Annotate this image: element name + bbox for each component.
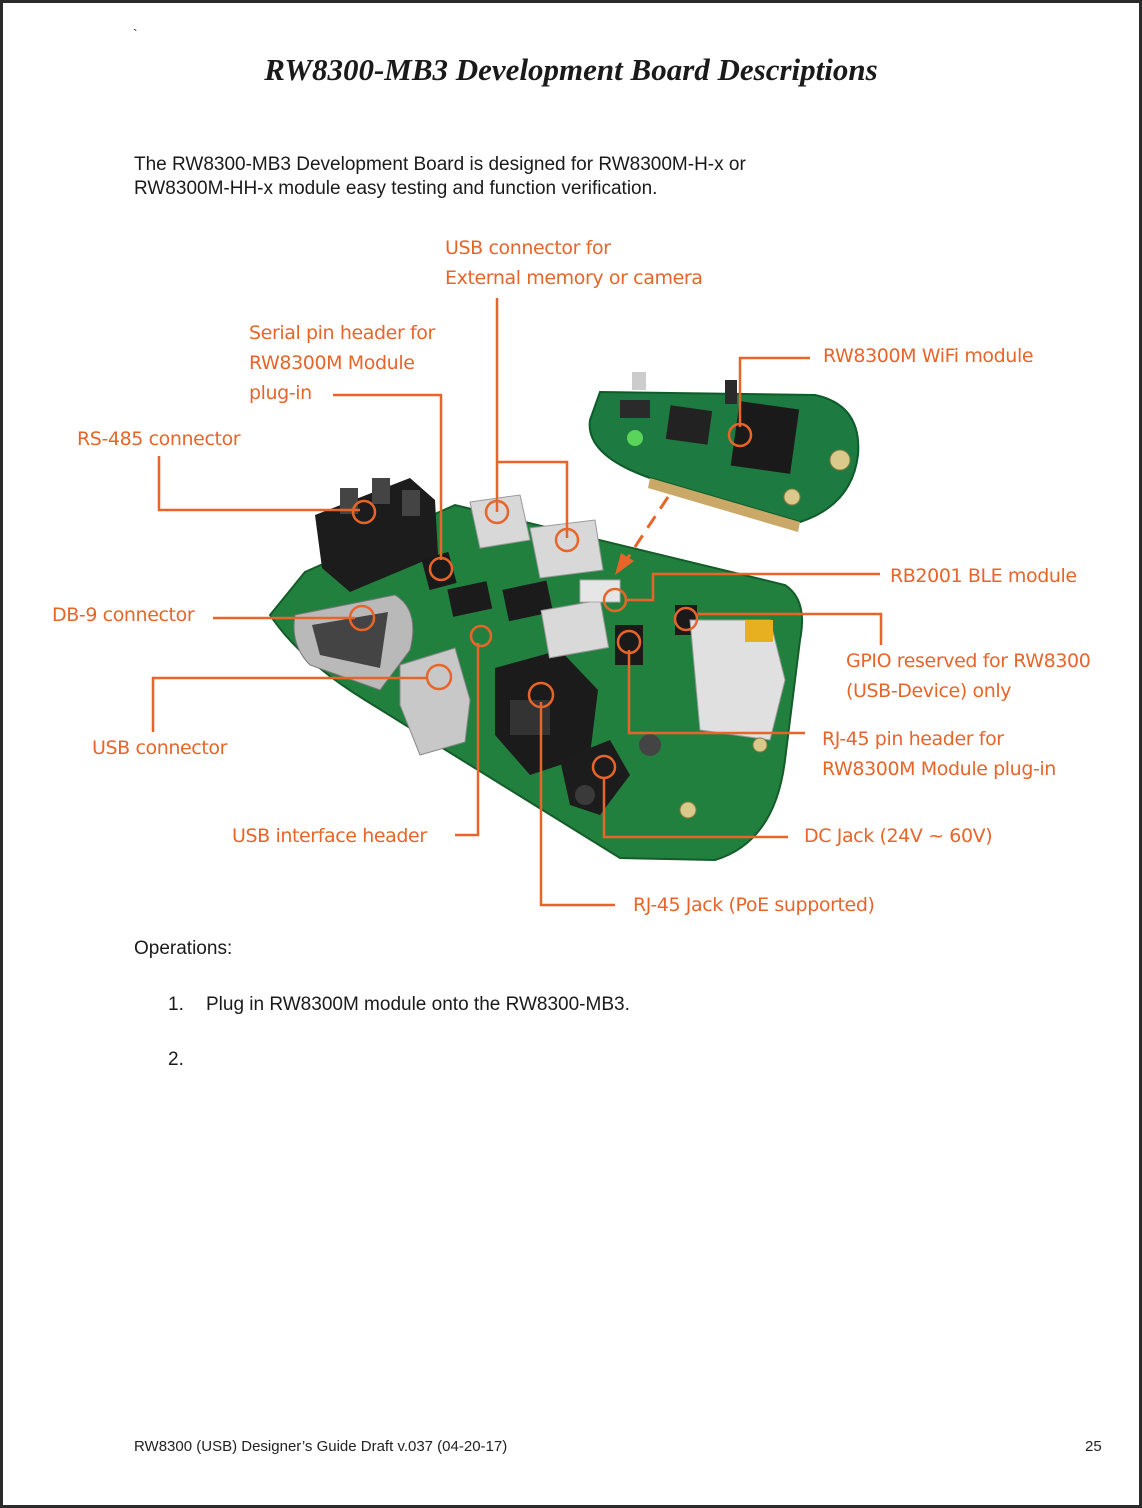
- label-db9: DB-9 connector: [52, 604, 195, 626]
- operation-step-1: 1. Plug in RW8300M module onto the RW8300…: [168, 994, 630, 1016]
- operations-heading: Operations:: [134, 938, 233, 959]
- intro-paragraph: The RW8300-MB3 Development Board is desi…: [134, 153, 894, 201]
- label-rj45-header-line1: RJ-45 pin header for: [822, 728, 1004, 750]
- label-gpio: GPIO reserved for RW8300 (USB-Device) on…: [846, 646, 1091, 706]
- label-rj45-jack: RJ-45 Jack (PoE supported): [633, 894, 875, 916]
- label-usb-external-line2: External memory or camera: [445, 267, 703, 289]
- label-rs485: RS-485 connector: [77, 428, 241, 450]
- label-usb-interface-header: USB interface header: [232, 825, 427, 847]
- label-serial-line1: Serial pin header for: [249, 322, 435, 344]
- label-rj45-header-line2: RW8300M Module plug-in: [822, 758, 1056, 780]
- operation-step-2: 2.: [168, 1049, 206, 1071]
- step-number: 2.: [168, 1049, 184, 1070]
- label-dc-jack: DC Jack (24V ~ 60V): [804, 825, 993, 847]
- label-usb-external-line1: USB connector for: [445, 237, 611, 259]
- stray-tick-mark: `: [133, 26, 138, 42]
- callout-lines: [151, 298, 883, 907]
- label-gpio-line1: GPIO reserved for RW8300: [846, 650, 1091, 672]
- label-serial-line3: plug-in: [249, 382, 312, 404]
- label-usb-external: USB connector for External memory or cam…: [445, 233, 703, 293]
- label-usb-connector: USB connector: [92, 737, 228, 759]
- page-title: RW8300-MB3 Development Board Description…: [264, 52, 878, 87]
- wifi-module-board: [588, 372, 860, 532]
- step-number: 1.: [168, 994, 184, 1015]
- label-wifi-module: RW8300M WiFi module: [823, 345, 1034, 367]
- plug-in-arrow: [615, 496, 670, 575]
- label-gpio-line2: (USB-Device) only: [846, 680, 1012, 702]
- main-board: [268, 478, 804, 862]
- step-text: Plug in RW8300M module onto the RW8300-M…: [206, 994, 630, 1015]
- label-serial-header: Serial pin header for RW8300M Module plu…: [249, 318, 435, 408]
- label-rj45-header: RJ-45 pin header for RW8300M Module plug…: [822, 724, 1056, 784]
- intro-line-1: The RW8300-MB3 Development Board is desi…: [134, 154, 746, 175]
- label-serial-line2: RW8300M Module: [249, 352, 415, 374]
- footer-doc-title: RW8300 (USB) Designer’s Guide Draft v.03…: [134, 1438, 508, 1455]
- footer-page-number: 25: [1085, 1438, 1102, 1455]
- intro-line-2: RW8300M-HH-x module easy testing and fun…: [134, 178, 658, 199]
- label-ble-module: RB2001 BLE module: [890, 565, 1077, 587]
